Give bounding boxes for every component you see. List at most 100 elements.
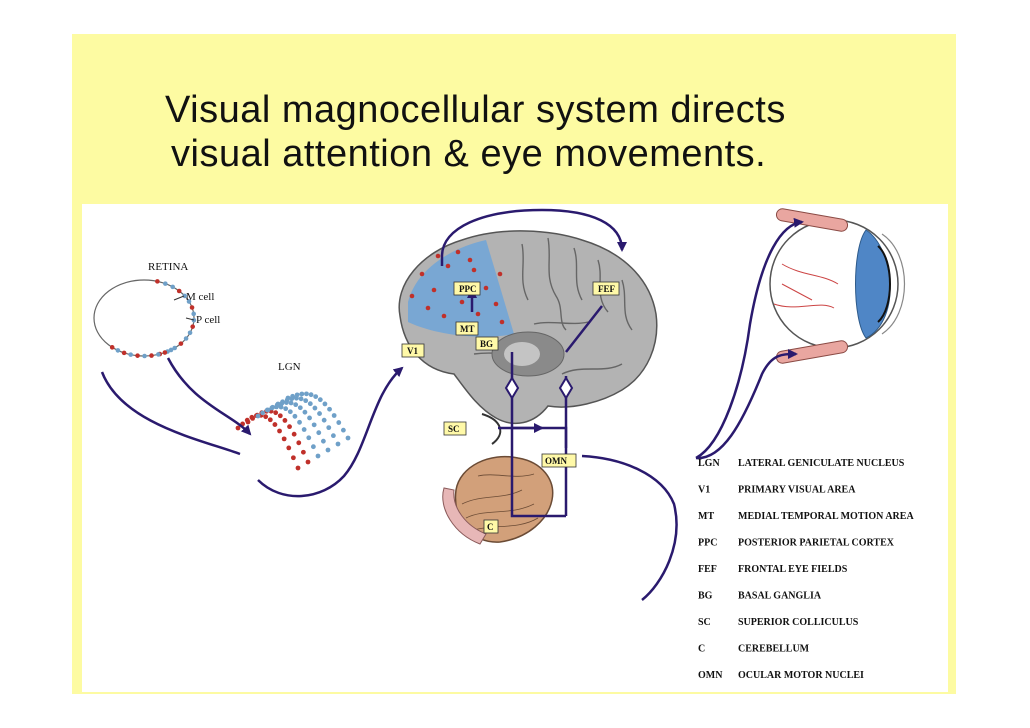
mt-box: MT [460, 324, 475, 334]
lgn-cell [327, 406, 332, 412]
retina-cell [183, 336, 189, 341]
lgn-cell [295, 465, 301, 471]
lgn-cell [301, 427, 307, 432]
lgn-cell [331, 413, 337, 418]
eye-muscle-top [775, 208, 849, 232]
legend-full: BASAL GANGLIA [738, 591, 822, 602]
ppc-dot [471, 267, 477, 273]
lgn-cell [277, 428, 282, 434]
retina-cell [176, 288, 182, 294]
title-line-2: visual attention & eye movements. [171, 133, 767, 175]
ppc-dot [445, 263, 451, 269]
ppc-dots [409, 249, 505, 325]
lgn-cell [290, 393, 296, 399]
retina-cell [182, 293, 187, 299]
legend-full: FRONTAL EYE FIELDS [738, 564, 848, 575]
retina-cell [149, 353, 154, 358]
legend-abbr: PPC [698, 538, 717, 549]
retina-cells [109, 279, 197, 359]
lgn-cell [315, 453, 321, 459]
lgn-cell [296, 440, 302, 446]
legend-abbr: MT [698, 511, 714, 522]
thalamus-area [504, 342, 540, 366]
retina-cell [170, 284, 175, 290]
ppc-dot [441, 313, 447, 319]
retina-cell [191, 311, 196, 317]
legend-full: CEREBELLUM [738, 644, 810, 655]
legend-abbr: FEF [698, 564, 717, 575]
lgn-cell [307, 415, 312, 421]
sc-box: SC [448, 424, 460, 434]
ppc-dot [431, 287, 437, 293]
ppc-dot [435, 253, 441, 259]
lgn-cell [313, 394, 319, 400]
lgn-cell [287, 424, 292, 430]
legend-full: PRIMARY VISUAL AREA [738, 485, 856, 496]
ppc-dot [455, 249, 461, 255]
lgn-cell [265, 407, 271, 413]
lgn-cell [280, 399, 286, 405]
retina-cell [128, 352, 134, 357]
lgn-cell [300, 449, 306, 455]
lgn-cell [281, 436, 287, 442]
bg-box: BG [480, 339, 493, 349]
lgn-cell [304, 391, 309, 397]
lgn-cell [275, 401, 281, 407]
legend-full: LATERAL GENICULATE NUCLEUS [738, 458, 905, 469]
lgn-cell [286, 445, 292, 451]
lgn-cell [294, 392, 300, 398]
lgn-cell [250, 415, 256, 421]
lgn-cell [317, 397, 323, 403]
lgn-cell [277, 413, 283, 419]
lgn-cell [322, 401, 328, 407]
lgn-cell [260, 410, 266, 416]
lgn: LGN [235, 361, 351, 471]
lgn-cell [282, 418, 288, 423]
retina: RETINA M cell P cell [93, 261, 220, 359]
legend-full: POSTERIOR PARIETAL CORTEX [738, 538, 895, 549]
retina-cell [162, 350, 168, 355]
lgn-cell [298, 396, 304, 402]
lgn-cell [317, 411, 322, 416]
ppc-box: PPC [459, 284, 477, 294]
legend-abbr: OMN [698, 670, 723, 681]
lgn-cell [292, 413, 298, 419]
lgn-cell [272, 422, 278, 427]
m-cell-label: M cell [186, 291, 214, 303]
lgn-cell [235, 425, 241, 431]
lgn-cell [263, 414, 269, 420]
legend-full: OCULAR MOTOR NUCLEI [738, 670, 864, 681]
retina-cell [163, 281, 168, 286]
slide-title: Visual magnocellular system directs visu… [165, 88, 885, 176]
lgn-cell [287, 409, 293, 415]
retina-cell [190, 324, 195, 329]
lgn-cell [336, 420, 342, 425]
ppc-dot [497, 271, 503, 277]
lgn-cell [293, 402, 299, 408]
lgn-cell [311, 422, 317, 428]
lgn-cell [270, 404, 276, 410]
ppc-dot [483, 285, 489, 291]
ppc-dot [425, 305, 431, 311]
title-line-1: Visual magnocellular system directs [165, 89, 786, 131]
c-box: C [487, 522, 494, 532]
eye [769, 208, 906, 364]
lgn-cell [245, 419, 251, 425]
omn-box: OMN [545, 456, 567, 466]
legend-full: SUPERIOR COLLICULUS [738, 617, 859, 628]
lgn-cell [316, 430, 322, 436]
cerebellum [442, 455, 554, 545]
lgn-cell [291, 431, 297, 437]
lgn-cell [255, 413, 261, 419]
retina-cell [109, 345, 115, 350]
brain [398, 230, 658, 445]
ppc-dot [409, 293, 415, 299]
lgn-cell [283, 406, 289, 412]
lgn-cell [321, 417, 327, 423]
p-cell-label: P cell [196, 314, 220, 326]
ppc-dot [467, 257, 473, 263]
retina-cell [178, 341, 184, 346]
lgn-cell [308, 392, 314, 398]
lgn-cells [235, 391, 351, 471]
